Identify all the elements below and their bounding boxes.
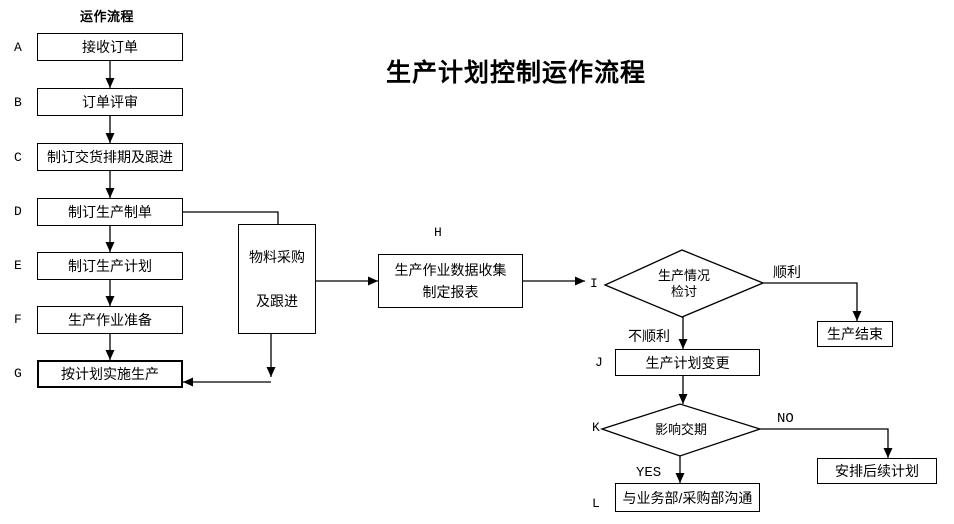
decision-i-diamond [603,249,765,318]
data-collection-line2: 制定报表 [422,283,479,300]
decision-i-line1: 生产情况 [657,268,710,283]
step-letter-f: F [14,312,22,327]
step-box-delivery-schedule: 制订交货排期及跟进 [37,143,183,171]
plan-change-box: 生产计划变更 [615,349,760,376]
diagram-title: 生产计划控制运作流程 [386,59,647,87]
decision-i-line2: 检讨 [670,284,697,299]
step-box-production-plan: 制订生产计划 [37,252,183,280]
followup-plan-box: 安排后续计划 [817,458,937,484]
material-purchase-box: 物料采购 及跟进 [238,224,316,334]
material-purchase-line2: 及跟进 [256,292,298,309]
step-box-production-order: 制订生产制单 [37,198,183,226]
connector-i-end [762,282,862,321]
branch-label-yes: YES [636,465,662,481]
branch-label-not-smooth: 不顺利 [628,328,670,344]
step-letter-i: I [590,276,598,291]
step-box-receive-order: 接收订单 [37,33,183,61]
step-letter-b: B [14,95,22,110]
decision-k-diamond [599,403,763,457]
step-letter-l: L [592,496,600,511]
step-letter-g: G [14,366,22,381]
step-letter-k: K [592,420,600,435]
step-box-order-review: 订单评审 [37,88,183,116]
decision-i-text: 生产情况 检讨 [605,268,763,300]
branch-label-no: NO [777,411,794,427]
step-letter-j: J [595,355,603,370]
step-letter-e: E [14,258,22,273]
step-letter-c: C [14,150,22,165]
column-header: 运作流程 [80,9,135,24]
branch-label-smooth: 顺利 [773,264,801,280]
material-purchase-line1: 物料采购 [249,249,305,266]
step-box-operation-prep: 生产作业准备 [37,306,183,334]
decision-k-text: 影响交期 [654,422,707,437]
data-collection-box: 生产作业数据收集 制定报表 [378,254,523,308]
step-box-implement-production: 按计划实施生产 [37,360,183,388]
step-letter-h: H [434,225,442,240]
communicate-box: 与业务部/采购部沟通 [615,483,760,512]
connector-d-material [183,211,279,224]
connector-k-followup [760,428,893,458]
production-end-box: 生产结束 [817,321,893,347]
step-letter-d: D [14,204,22,219]
step-letter-a: A [14,40,22,55]
data-collection-line1: 生产作业数据收集 [394,262,507,279]
